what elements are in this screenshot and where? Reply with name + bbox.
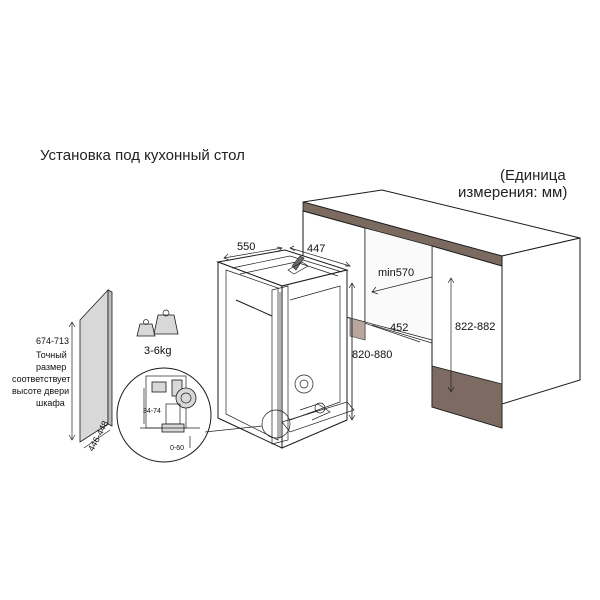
weight-icon-small <box>136 323 156 337</box>
foot-adjust-label: 0-60 <box>170 445 184 452</box>
plinth-depth-label: 34-74 <box>143 408 161 415</box>
door-note-line2: размер <box>36 362 66 372</box>
width-label: 447 <box>307 243 325 255</box>
door-height-label: 674-713 <box>36 336 69 346</box>
appliance-height-label: 820-880 <box>352 349 392 361</box>
weight-indicator: 3-6kg <box>136 309 179 357</box>
door-note-line5: шкафа <box>36 398 65 408</box>
door-note-line3: соответствует <box>12 374 70 384</box>
furniture-door-panel: 446-448 <box>68 288 113 453</box>
depth-label: 550 <box>237 241 255 253</box>
counter-dimensions: min570 452 822-882 <box>371 267 495 393</box>
dishwasher-dimensions: 550 447 820-880 <box>223 241 392 421</box>
door-note-line1: Точный <box>36 350 67 360</box>
dishwasher-unit <box>216 249 355 449</box>
units-note-line1: (Единица <box>500 167 566 184</box>
opening-width-label: 452 <box>390 322 408 334</box>
weight-icon-large <box>153 314 179 335</box>
min-clearance-label: min570 <box>378 267 414 279</box>
diagram-title: Установка под кухонный стол <box>40 147 245 164</box>
door-note-line4: высоте двери <box>12 386 69 396</box>
foot-detail-magnifier: 34-74 0-60 <box>116 367 291 463</box>
counter-height-label: 822-882 <box>455 321 495 333</box>
weight-label: 3-6kg <box>144 345 172 357</box>
detail-source-circle <box>261 409 291 439</box>
door-note: 674-713 Точный размер соответствует высо… <box>12 336 70 408</box>
units-note-line2: измерения: мм) <box>458 184 567 201</box>
